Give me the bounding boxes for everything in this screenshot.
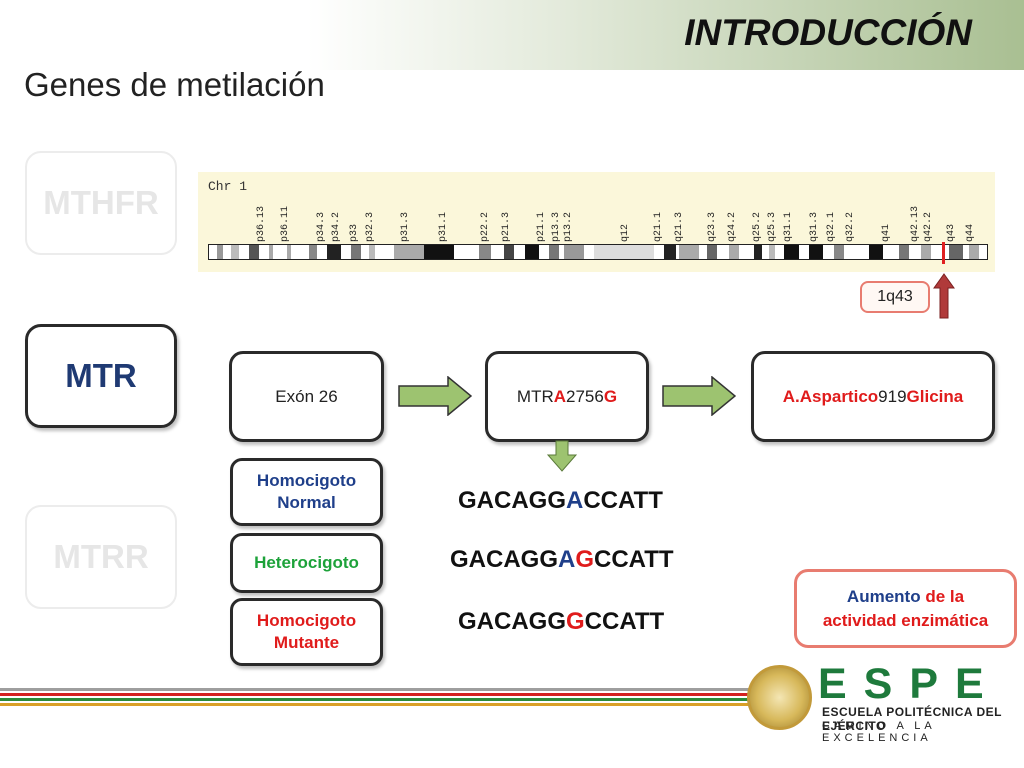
seq-mutant-var: G (566, 608, 585, 635)
mutation-box: MTRA2756G (485, 351, 649, 442)
band-label: p21.3 (501, 211, 512, 242)
band-label: p32.3 (365, 211, 376, 242)
mutation-ref-allele: A (553, 386, 567, 406)
mutation-prefix: MTR (516, 386, 554, 406)
band-label: p21.1 (536, 211, 547, 242)
espe-logo-text: ESPE (818, 660, 1001, 708)
seq-hetero-post: CCATT (594, 546, 674, 573)
band-label: p22.2 (480, 211, 491, 242)
band-label: q41 (881, 223, 892, 242)
protein-position: 919 (878, 386, 907, 406)
header-banner (0, 0, 1024, 70)
seq-mutant-post: CCATT (584, 608, 665, 635)
band-label: p13.2 (563, 211, 574, 242)
band-label: p34.3 (316, 211, 327, 242)
mutation-alt-allele: G (603, 386, 618, 406)
band-label: q32.1 (826, 211, 837, 242)
effect-box: Aumento de la actividad enzimática (794, 569, 1017, 648)
locus-tag: 1q43 (860, 281, 930, 313)
chromosome-label: Chr 1 (208, 179, 248, 194)
mutation-position: 2756 (566, 386, 604, 406)
seq-normal-var: A (566, 487, 584, 514)
seq-normal-pre: GACAGG (458, 487, 566, 514)
seq-mutant-pre: GACAGG (458, 608, 566, 635)
gene-mtrr-box: MTRR (25, 505, 177, 609)
footer-stripes (0, 688, 760, 706)
protein-change-box: A.Aspartico919Glicina (751, 351, 995, 442)
mutation-label: MTRA2756G (517, 387, 617, 407)
sequence-mutant: GACAGGGCCATT (458, 608, 664, 636)
band-label: p36.11 (280, 205, 291, 242)
band-label: q31.1 (783, 211, 794, 242)
exon-box: Exón 26 (229, 351, 384, 442)
genotype-hetero-label: Heterocigoto (254, 553, 359, 572)
effect-word2: de la (925, 586, 965, 606)
band-label: q25.3 (767, 211, 778, 242)
genotype-mutant-line2: Mutante (273, 633, 340, 652)
sequence-hetero: GACAGGAGCCATT (450, 546, 674, 574)
band-label: q43 (946, 223, 957, 242)
seq-hetero-var1: A (558, 546, 576, 573)
school-name: ESCUELA POLITÉCNICA DEL EJÉRCITO (822, 705, 1002, 733)
band-label: q12 (620, 223, 631, 242)
band-label: q21.1 (653, 211, 664, 242)
genotype-normal-line2: Normal (277, 493, 336, 512)
right-arrow-icon (662, 376, 736, 416)
band-label: q42.2 (923, 211, 934, 242)
genotype-hetero-box: Heterocigoto (230, 533, 383, 593)
band-label: q23.3 (707, 211, 718, 242)
effect-word1: Aumento (846, 586, 921, 606)
gene-mthfr-label: MTHFR (43, 184, 159, 221)
slide-header-title: INTRODUCCIÓN (684, 12, 972, 53)
band-label: q21.3 (674, 211, 685, 242)
seq-hetero-var2: G (575, 546, 595, 573)
seq-hetero-pre: GACAGG (450, 546, 558, 573)
band-label: q32.2 (845, 211, 856, 242)
seq-normal-post: CCATT (583, 487, 663, 514)
chromosome-ideogram: Chr 1 p36.13 p36.11 p34.3 p34.2 p33 p32.3 p31.… (198, 172, 995, 272)
band-label: q25.2 (752, 211, 763, 242)
protein-ref-aa: A.Aspartico (782, 386, 879, 406)
chromosome-bar (208, 244, 988, 260)
protein-alt-aa: Glicina (906, 386, 964, 406)
school-motto: CAMINO A LA EXCELENCIA (822, 720, 936, 744)
band-label: p33 (349, 223, 360, 242)
genotype-mutant-line1: Homocigoto (256, 611, 357, 630)
sequence-normal: GACAGGACCATT (458, 487, 663, 515)
band-label: q24.2 (727, 211, 738, 242)
right-arrow-icon (398, 376, 472, 416)
band-label: p36.13 (256, 205, 267, 242)
effect-line2: actividad enzimática (822, 610, 989, 630)
up-arrow-icon (933, 273, 955, 319)
genotype-normal-line1: Homocigoto (256, 471, 357, 490)
school-seal-logo (747, 665, 812, 730)
protein-change-label: A.Aspartico919Glicina (783, 387, 963, 407)
down-arrow-icon (547, 440, 577, 472)
band-label: p34.2 (331, 211, 342, 242)
gene-mthfr-box: MTHFR (25, 151, 177, 255)
band-label: q44 (965, 223, 976, 242)
exon-label: Exón 26 (275, 386, 338, 406)
band-label: p31.1 (438, 211, 449, 242)
band-label: q42.13 (910, 205, 921, 242)
gene-mtr-label: MTR (65, 357, 137, 394)
band-label: q31.3 (809, 211, 820, 242)
slide-subtitle: Genes de metilación (24, 66, 325, 103)
gene-mtr-box: MTR (25, 324, 177, 428)
band-label: p31.3 (400, 211, 411, 242)
locus-marker (942, 242, 945, 264)
gene-mtrr-label: MTRR (53, 538, 149, 575)
band-label: p13.3 (551, 211, 562, 242)
